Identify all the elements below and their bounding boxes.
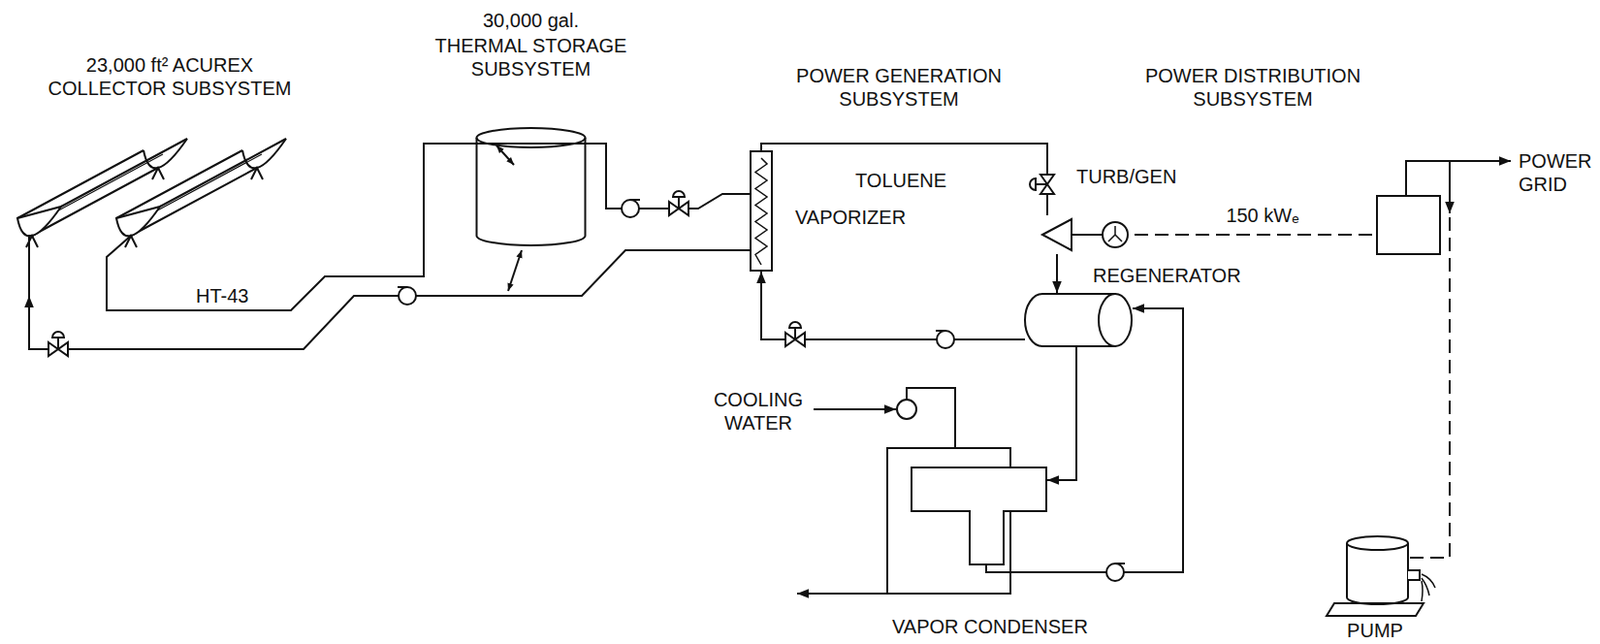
generator-symbol: [1108, 225, 1122, 242]
component-label: VAPORIZER: [795, 205, 922, 229]
valve-symbol: [1035, 183, 1048, 186]
component-outline: [1037, 215, 1135, 255]
pump-base: [1326, 603, 1424, 616]
pipe-pump-symbol: [1106, 563, 1124, 581]
valve-symbol: [672, 191, 685, 197]
pipe-connector: [1047, 308, 1184, 573]
pump-body: [1346, 543, 1408, 605]
valve-symbol: [789, 321, 801, 328]
pipe-pump-symbol: [621, 199, 640, 218]
component-outline: [749, 150, 773, 272]
pipe-pump-symbol: [935, 329, 946, 332]
component-label: PUMP: [1341, 618, 1409, 642]
valve-symbol: [52, 331, 64, 338]
pipe-connector: [1056, 254, 1058, 293]
component-label: REGENERATOR: [1092, 263, 1258, 288]
storage-port-arrow: [496, 145, 514, 165]
pipe-connector: [29, 250, 750, 350]
pipe-pump-symbol: [896, 399, 917, 419]
component-outline: [1326, 533, 1424, 617]
section-heading: POWER GENERATION SUBSYSTEM: [785, 64, 1013, 111]
pipe-connector: [106, 143, 750, 311]
heating-coil: [755, 158, 768, 265]
pipe-pump-symbol: [936, 330, 955, 349]
storage-tank: 30,000 gal.THERMAL STORAGE SUBSYSTEM: [475, 126, 587, 248]
power-line: [1134, 233, 1377, 236]
trough-support: [26, 167, 164, 248]
turbine-symbol: [1042, 219, 1072, 251]
vaporizer-shell: [750, 151, 772, 271]
collector-pipe: [106, 235, 131, 296]
water-spray: [1421, 574, 1436, 602]
vapor-condenser: VAPOR CONDENSER: [887, 428, 1048, 604]
vaporizer: VAPORIZER: [749, 150, 773, 272]
pump-spout: [1408, 570, 1420, 580]
component-label: VAPOR CONDENSER: [892, 614, 1101, 639]
component-label: 23,000 ft² ACUREX COLLECTOR SUBSYSTEM: [43, 53, 296, 100]
water-spray: [1421, 580, 1423, 602]
component-label: TURB/GEN: [1076, 164, 1193, 189]
storage-port-arrow: [508, 250, 522, 291]
fluid-label: HT-43: [193, 284, 266, 308]
trough-support: [125, 167, 263, 248]
valve-symbol: [57, 337, 60, 350]
trough-edge: [17, 138, 188, 236]
power-line: [1409, 217, 1450, 558]
section-heading: POWER DISTRIBUTION SUBSYSTEM: [1134, 64, 1372, 111]
fluid-label: TOLUENE: [853, 168, 964, 192]
component-outline: [9, 121, 291, 296]
storage-port-arrow: [496, 145, 522, 291]
power-line: [1376, 195, 1440, 255]
pump-top: [1346, 536, 1408, 550]
collector-pipe: [29, 235, 32, 296]
water-pump: PUMP: [1326, 533, 1424, 617]
tank-wall: [477, 137, 586, 246]
trough-profile: [116, 206, 160, 236]
pipe-pump-symbol: [397, 286, 408, 288]
component-label: 30,000 gal.: [426, 8, 636, 32]
component-outline: [475, 126, 587, 248]
condenser-tube: [911, 467, 1047, 565]
component-outline: [1024, 292, 1133, 348]
power-rating: 150 kWₑ: [1219, 203, 1306, 227]
shaft: [1071, 233, 1103, 236]
regenerator: REGENERATOR: [1024, 292, 1133, 348]
power-line: [1406, 160, 1511, 196]
turbine-generator: TURB/GEN: [1037, 215, 1135, 255]
trough-profile: [17, 206, 62, 236]
collector-array: 23,000 ft² ACUREX COLLECTOR SUBSYSTEM: [9, 121, 291, 296]
grid-label: POWER GRID: [1516, 149, 1600, 196]
cooling-water-line: [812, 408, 896, 411]
cooling-water-line: [797, 592, 888, 595]
trough-edge: [116, 138, 287, 236]
cooling-water-line: [906, 387, 956, 448]
regenerator-end: [1098, 293, 1132, 347]
pipe-pump-symbol: [630, 198, 640, 201]
valve-symbol: [794, 327, 797, 340]
pipe-connector: [1047, 347, 1077, 480]
component-label: THERMAL STORAGE SUBSYSTEM: [426, 33, 636, 81]
power-line: [1134, 160, 1511, 558]
condensate-outlet: [986, 564, 1048, 573]
pipe-pump-symbol: [1115, 562, 1125, 565]
power-line: [1448, 160, 1451, 214]
valve-symbol: [677, 196, 680, 209]
generator-symbol: [1102, 222, 1128, 248]
valve-symbol: [48, 174, 1055, 356]
pipe-pump-symbol: [398, 287, 416, 305]
inlet-label: COOLING WATER: [703, 387, 814, 435]
component-outline: [887, 428, 1048, 604]
tank-top: [477, 128, 586, 148]
valve-symbol: [1029, 178, 1036, 191]
pipe-connector: [761, 271, 1025, 340]
pipe-connector: [761, 143, 1048, 216]
